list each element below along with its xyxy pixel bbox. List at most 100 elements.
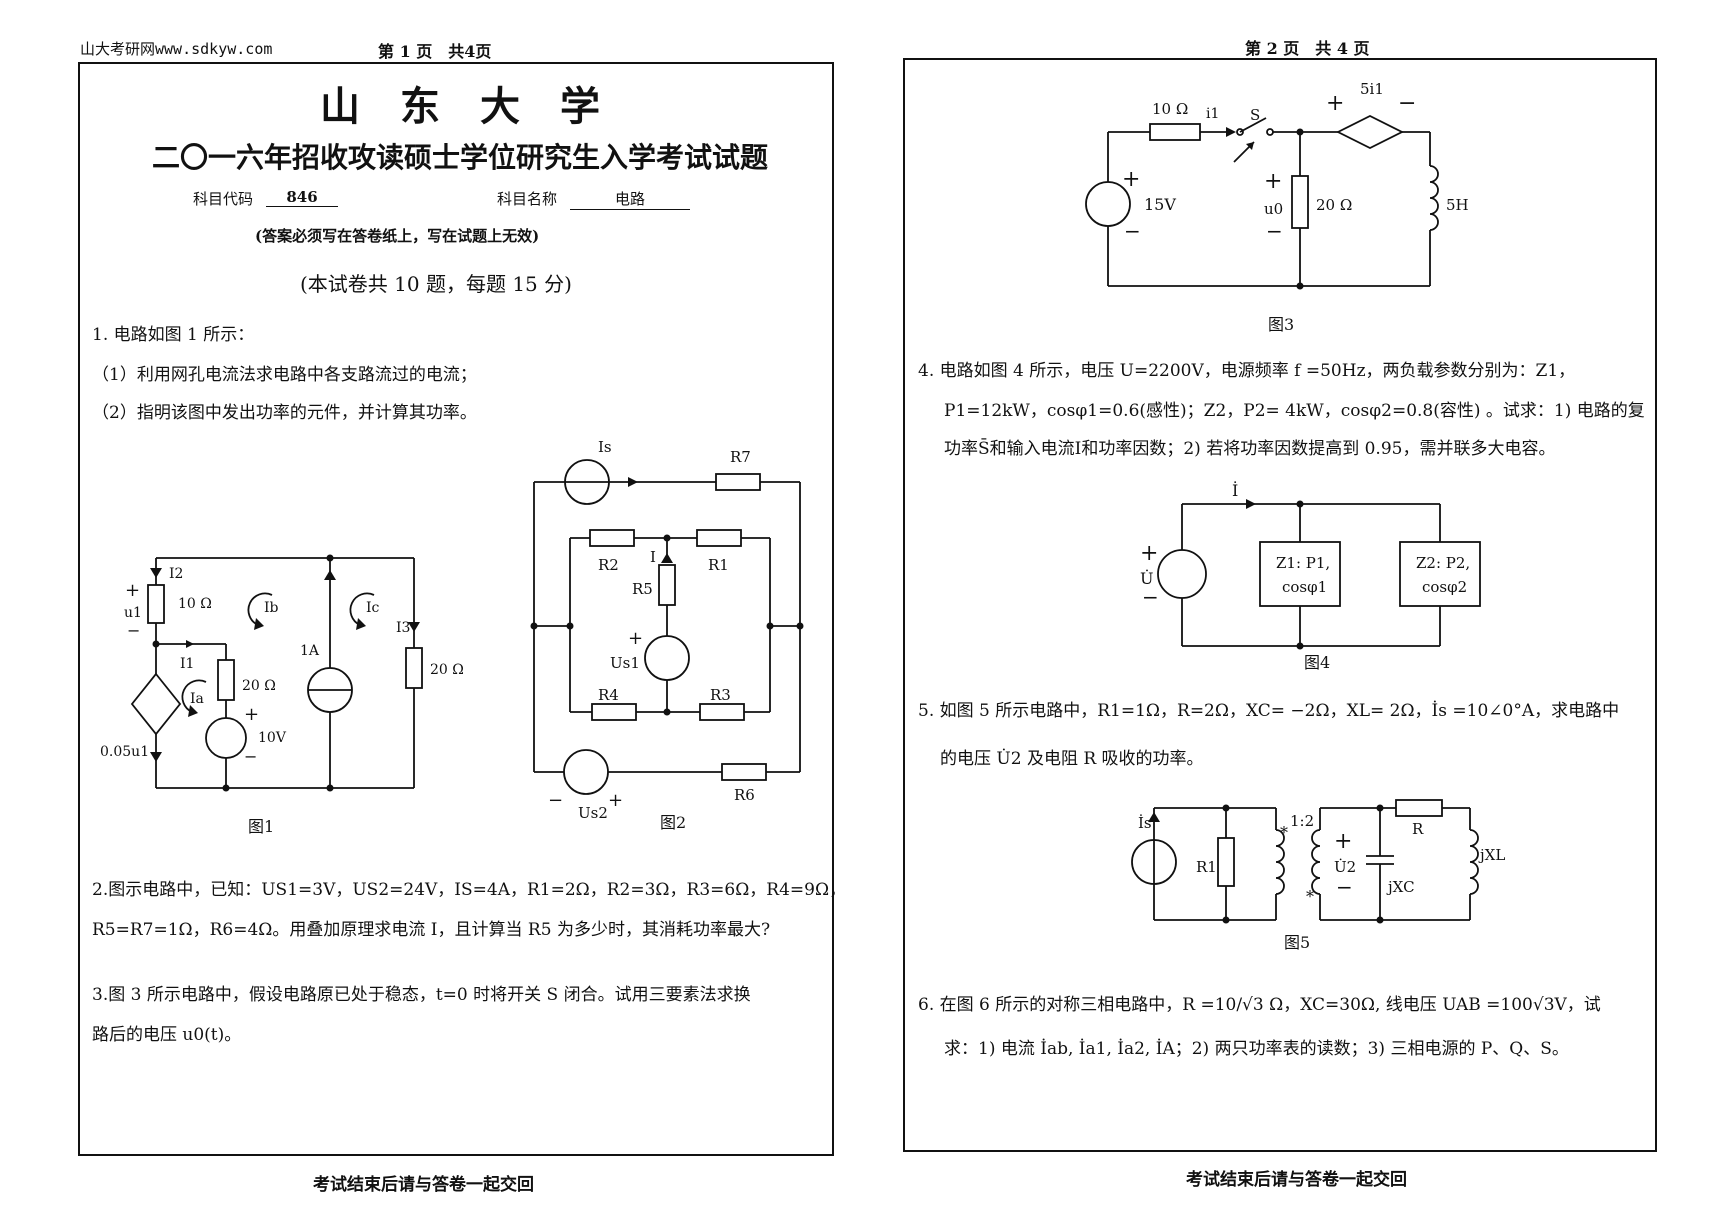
fig4-U-plus: + (1140, 541, 1158, 566)
site-header: 山大考研网www.sdkyw.com (80, 40, 273, 58)
figure-5-circuit: İs R1 1:2 * * + U̇2 − jXC R jXL 图5 (1131, 799, 1505, 952)
fig5-jXC-label: jXC (1386, 878, 1415, 896)
fig5-dot-primary: * (1280, 823, 1288, 842)
q3-line1: 3.图 3 所示电路中，假设电路原已处于稳态，t=0 时将开关 S 闭合。试用三… (92, 985, 751, 1005)
fig5-U2-label: U̇2 (1334, 858, 1356, 876)
subject-code-label: 科目代码 (193, 190, 254, 208)
fig1-u1-label: u1 (124, 605, 142, 621)
fig2-R3-label: R3 (710, 686, 731, 704)
fig3-S-label: S (1250, 106, 1260, 124)
fig3-v15-minus: − (1124, 219, 1141, 243)
fig5-R1-label: R1 (1196, 858, 1217, 876)
fig3-u0-minus: − (1266, 219, 1283, 243)
q4-line1: 4. 电路如图 4 所示，电压 U=2200V，电源频率 f =50Hz，两负载… (918, 361, 1576, 381)
q1-line2: （1）利用网孔电流法求电路中各支路流过的电流； (92, 365, 477, 385)
page1-footer: 考试结束后请与答卷一起交回 (313, 1175, 534, 1195)
fig1-v10-plus: + (244, 704, 259, 725)
exam-title: 二〇一六年招收攻读硕士学位研究生入学考试试题 (151, 141, 768, 174)
fig5-U2-plus: + (1334, 829, 1352, 854)
fig2-R2-label: R2 (598, 556, 619, 574)
fig2-Us2-plus: + (608, 790, 623, 811)
figure-4-circuit: İ + U̇ − Z1: P1, cosφ1 Z2: P2, cosφ2 图4 (1140, 480, 1481, 672)
fig2-Is-label: Is (598, 438, 612, 456)
fig1-r10-label: 10 Ω (178, 596, 212, 612)
page-number-2: 第 2 页 共 4 页 (1245, 39, 1370, 58)
q5-line2: 的电压 U̇2 及电阻 R 吸收的功率。 (940, 749, 1204, 769)
fig1-dep-label: 0.05u1 (100, 744, 149, 760)
fig2-Us1-label: Us1 (610, 654, 640, 672)
fig3-dep-label: 5i1 (1360, 80, 1384, 98)
fig2-I-label: I (650, 548, 656, 566)
fig1-Ia-label: Ia (190, 691, 204, 707)
q4-line2: P1=12kW，cosφ1=0.6(感性)；Z2，P2= 4kW，cosφ2=0… (944, 401, 1645, 421)
q4-line3: 功率S̄和输入电流I和功率因数；2) 若将功率因数提高到 0.95，需并联多大电… (944, 439, 1556, 459)
fig1-r20a-label: 20 Ω (242, 678, 276, 694)
fig5-Is-label: İs (1138, 814, 1152, 832)
subject-name-label: 科目名称 (497, 190, 558, 208)
university-title: 山 东 大 学 (320, 83, 600, 130)
q6-line1: 6. 在图 6 所示的对称三相电路中，R =10/√3 Ω，XC=30Ω, 线电… (918, 995, 1601, 1015)
fig3-dep-minus: − (1398, 91, 1416, 116)
subject-name-value: 电路 (570, 188, 690, 210)
figure-2-circuit: Is R7 R2 I R1 R5 + Us1 R4 R3 R6 − + Us2 … (530, 438, 804, 832)
fig4-U-label: U̇ (1140, 569, 1153, 588)
fig1-v10-label: 10V (258, 730, 287, 746)
page2-footer: 考试结束后请与答卷一起交回 (1186, 1170, 1407, 1190)
fig2-R4-label: R4 (598, 686, 619, 704)
fig3-L-label: 5H (1446, 196, 1469, 214)
fig3-r20-label: 20 Ω (1316, 196, 1352, 214)
fig2-Us1-plus: + (628, 628, 643, 649)
q6-line2: 求：1) 电流 İab, İa1, İa2, İA；2) 两只功率表的读数；3)… (944, 1039, 1569, 1059)
figure-3-circuit: 10 Ω i1 S + 5i1 − + 15V − + u0 − 20 Ω 5H… (1085, 80, 1469, 334)
fig2-caption: 图2 (660, 813, 686, 832)
fig5-caption: 图5 (1284, 933, 1310, 952)
fig2-Us2-minus: − (548, 790, 563, 811)
fig1-u1-minus: − (127, 621, 140, 640)
q1-line3: （2）指明该图中发出功率的元件，并计算其功率。 (92, 403, 477, 423)
fig3-v15-plus: + (1122, 167, 1140, 192)
page-number-1: 第 1 页 共4页 (378, 42, 492, 61)
fig1-Ib-label: Ib (264, 600, 279, 616)
fig1-v10-minus: − (244, 747, 257, 766)
fig2-Us2-label: Us2 (578, 804, 608, 822)
fig4-z1-line2: cosφ1 (1282, 578, 1327, 596)
fig1-I3-label: I3 (396, 620, 410, 636)
fig1-I2-label: I2 (169, 566, 183, 582)
fig3-i1-label: i1 (1206, 106, 1219, 122)
scoring-note: (本试卷共 10 题，每题 15 分) (300, 272, 572, 296)
fig3-u0-label: u0 (1264, 200, 1283, 218)
fig4-I-label: İ (1232, 480, 1238, 500)
fig4-U-minus: − (1142, 585, 1159, 609)
page1-frame (78, 62, 834, 1156)
q5-line1: 5. 如图 5 所示电路中，R1=1Ω，R=2Ω，XC= −2Ω，XL= 2Ω，… (918, 701, 1620, 721)
q2-line2: R5=R7=1Ω，R6=4Ω。用叠加原理求电流 I，且计算当 R5 为多少时，其… (92, 920, 771, 940)
q2-line1: 2.图示电路中，已知：US1=3V，US2=24V，IS=4A，R1=2Ω，R2… (92, 880, 847, 900)
fig4-z2-line2: cosφ2 (1422, 578, 1467, 596)
fig3-dep-plus: + (1326, 91, 1344, 116)
fig3-u0-plus: + (1264, 169, 1282, 194)
fig5-U2-minus: − (1336, 875, 1353, 899)
fig4-z2-line1: Z2: P2, (1416, 554, 1470, 572)
fig2-R5-label: R5 (632, 580, 653, 598)
fig3-r10-label: 10 Ω (1152, 100, 1188, 118)
q3-line2: 路后的电压 u0(t)。 (92, 1025, 242, 1045)
fig3-caption: 图3 (1268, 315, 1294, 334)
fig3-v15-label: 15V (1144, 195, 1176, 214)
page2-frame (903, 58, 1657, 1152)
fig1-I1-label: I1 (180, 656, 194, 672)
answer-notice: (答案必须写在答卷纸上，写在试题上无效) (255, 227, 540, 245)
fig2-R7-label: R7 (730, 448, 751, 466)
fig1-r20b-label: 20 Ω (430, 662, 464, 678)
q1-line1: 1. 电路如图 1 所示： (92, 325, 255, 345)
subject-code-value: 846 (266, 188, 338, 207)
fig5-R-label: R (1412, 820, 1424, 838)
fig4-z1-line1: Z1: P1, (1276, 554, 1330, 572)
fig5-dot-secondary: * (1306, 887, 1314, 906)
fig2-R6-label: R6 (734, 786, 755, 804)
fig5-ratio-label: 1:2 (1290, 812, 1314, 830)
fig1-Ic-label: Ic (366, 600, 380, 616)
fig1-1A-label: 1A (300, 643, 320, 659)
fig2-R1-label: R1 (708, 556, 729, 574)
fig1-caption: 图1 (248, 817, 274, 836)
